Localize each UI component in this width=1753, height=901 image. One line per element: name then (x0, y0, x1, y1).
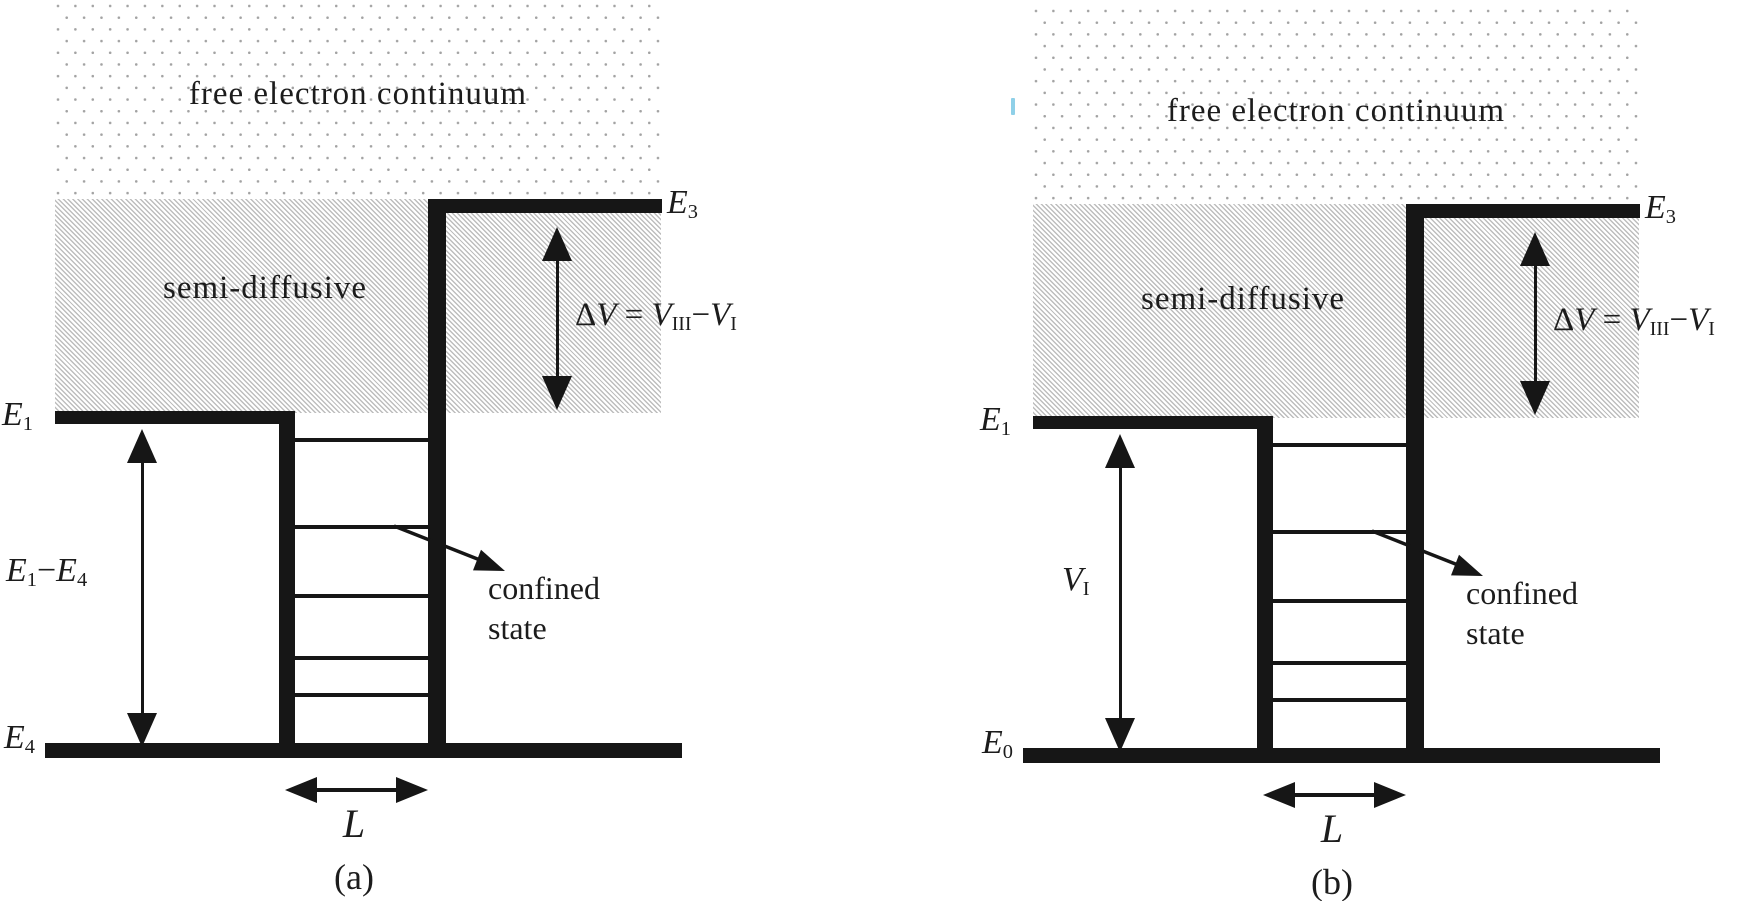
well-left-barrier (279, 418, 295, 757)
well-right-barrier (428, 203, 446, 757)
delta-v-label: ΔV = VIII−VI (575, 297, 737, 335)
ground-level-line (45, 743, 682, 758)
e3-level-line (1406, 204, 1640, 218)
e1-label: E1 (2, 396, 33, 436)
panel-b: free electron continuum semi-diffusive E… (978, 5, 1753, 901)
arrow-up-icon (1105, 434, 1135, 468)
well-width-label: L (342, 801, 366, 846)
confined-level-line (295, 438, 428, 442)
ground-level-label: E0 (982, 724, 1013, 764)
well-depth-arrow (141, 460, 144, 714)
delta-v-arrow (1534, 263, 1537, 382)
confined-level-line (1273, 599, 1406, 603)
arrow-right-icon (396, 777, 428, 803)
delta-v-arrow (556, 258, 559, 377)
arrow-right-icon (1374, 782, 1406, 808)
arrow-down-icon (542, 376, 572, 410)
confined-level-line (1273, 698, 1406, 702)
well-depth-label: E1−E4 (6, 552, 88, 592)
arrow-down-icon (127, 713, 157, 747)
e3-level-line (428, 199, 662, 213)
e1-level-line (1033, 416, 1273, 429)
arrow-up-icon (1520, 232, 1550, 266)
arrow-left-icon (1263, 782, 1295, 808)
arrow-up-icon (542, 227, 572, 261)
e3-label: E3 (1645, 189, 1676, 229)
ground-level-line (1023, 748, 1660, 763)
panel-a: free electron continuum semi-diffusive E… (0, 0, 876, 901)
arrow-down-icon (1520, 381, 1550, 415)
arrow-left-icon (285, 777, 317, 803)
well-width-arrow (314, 788, 398, 792)
confined-level-line (1273, 443, 1406, 447)
arrow-down-icon (1105, 718, 1135, 752)
panel-caption: (a) (334, 857, 374, 897)
free-electron-continuum-region (55, 2, 661, 199)
semi-diffusive-label: semi-diffusive (162, 270, 368, 306)
confined-level-line (295, 656, 428, 660)
continuum-label: free electron continuum (188, 76, 528, 112)
well-left-barrier (1257, 423, 1273, 762)
confined-state-label-line1: confined (488, 570, 600, 606)
confined-state-label-line2: state (1466, 615, 1525, 651)
confined-state-arrow (393, 524, 505, 571)
well-width-label: L (1320, 806, 1344, 851)
confined-state-label-line1: confined (1466, 575, 1578, 611)
confined-level-line (295, 525, 428, 529)
e1-label: E1 (980, 401, 1011, 441)
confined-level-line (1273, 661, 1406, 665)
scan-artifact (1011, 98, 1015, 115)
ground-level-label: E4 (4, 719, 35, 759)
confined-level-line (295, 693, 428, 697)
well-depth-arrow (1119, 465, 1122, 719)
well-right-barrier (1406, 208, 1424, 762)
delta-v-label: ΔV = VIII−VI (1553, 302, 1715, 340)
confined-state-label-line2: state (488, 610, 547, 646)
semi-diffusive-label: semi-diffusive (1140, 281, 1346, 317)
panel-caption: (b) (1311, 862, 1353, 901)
well-width-arrow (1292, 793, 1376, 797)
e3-label: E3 (667, 184, 698, 224)
arrow-up-icon (127, 429, 157, 463)
confined-level-line (1273, 530, 1406, 534)
confined-level-line (295, 594, 428, 598)
free-electron-continuum-region (1033, 7, 1639, 204)
confined-state-arrow (1371, 529, 1483, 576)
e1-level-line (55, 411, 295, 424)
well-depth-label: VI (1062, 561, 1090, 601)
continuum-label: free electron continuum (1166, 93, 1506, 129)
